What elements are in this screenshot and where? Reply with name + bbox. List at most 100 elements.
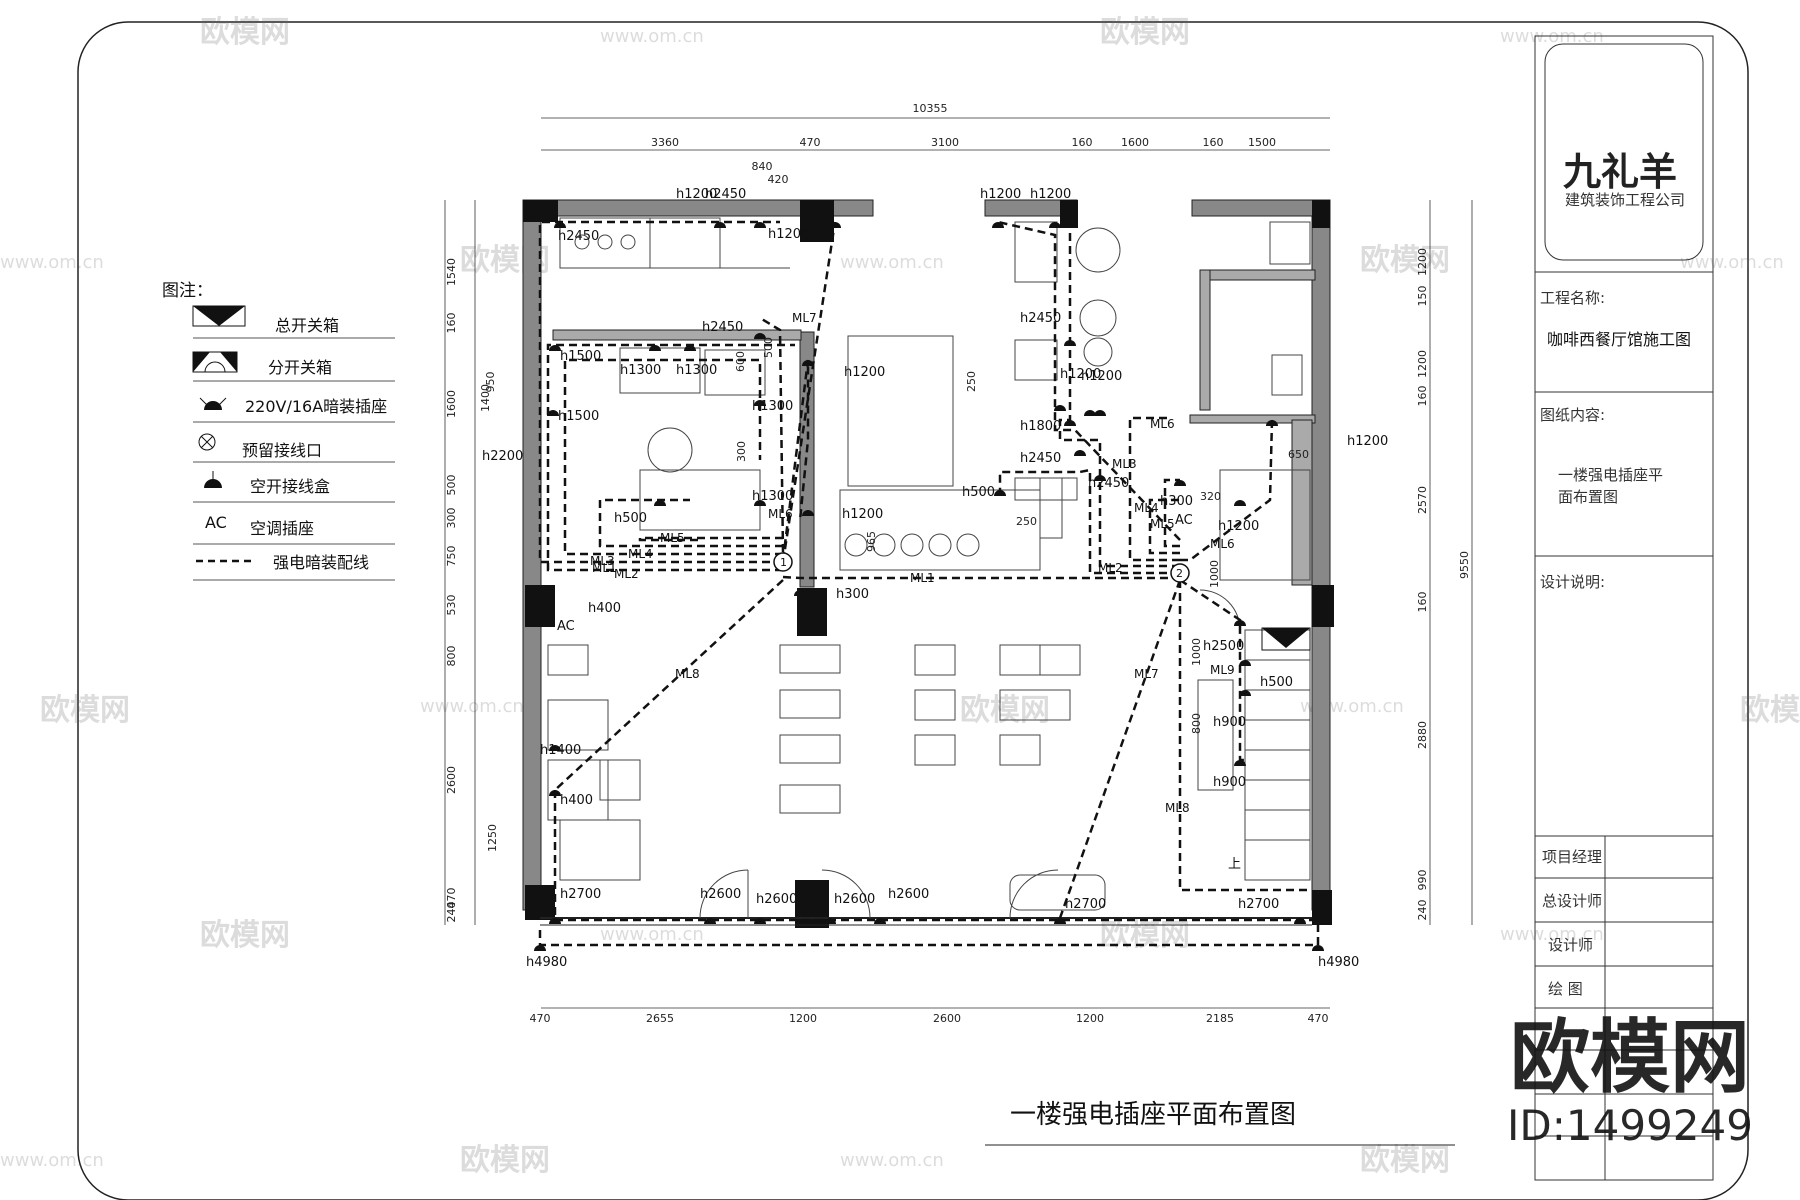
- dimension-value: 840: [752, 160, 773, 173]
- circuit-label: ML1: [592, 561, 617, 575]
- height-label: h2200: [482, 449, 523, 464]
- height-label: h500: [962, 485, 995, 500]
- dimension-value: 2655: [646, 1012, 674, 1025]
- height-label: h2700: [560, 887, 601, 902]
- socket-icon: [1294, 918, 1306, 924]
- dimension-value: 300: [445, 508, 458, 529]
- height-label: h900: [1213, 715, 1246, 730]
- height-label: h2600: [888, 887, 929, 902]
- legend-label-ac: 空调插座: [250, 519, 314, 538]
- socket-icon: [1174, 480, 1186, 486]
- watermark-text: 欧模网: [200, 15, 290, 50]
- height-label: h1200: [1060, 367, 1101, 382]
- socket-icon: [704, 918, 716, 924]
- company-name: 九礼羊: [1563, 150, 1677, 194]
- height-label: h1400: [540, 743, 581, 758]
- watermark-url: www.om.cn: [0, 1150, 104, 1171]
- small-dimension: 1000: [1190, 638, 1203, 666]
- content-value-1: 一楼强电插座平: [1558, 466, 1663, 484]
- dimension-value: 470: [530, 1012, 551, 1025]
- height-label: h2450: [702, 320, 743, 335]
- dimension-value: 3360: [651, 136, 679, 149]
- height-label: h1300: [752, 399, 793, 414]
- dimension-value: 1500: [1248, 136, 1276, 149]
- socket-icon: [754, 222, 766, 228]
- socket-icon: [994, 490, 1006, 496]
- circuit-label: ML2: [614, 567, 639, 581]
- dimension-value: 500: [445, 475, 458, 496]
- watermark-text: 欧模网: [1740, 693, 1800, 728]
- socket-icon: [649, 345, 661, 351]
- dimension-value: 470: [1308, 1012, 1329, 1025]
- dimension-value: 1200: [789, 1012, 817, 1025]
- socket-icon: [754, 918, 766, 924]
- legend-ac-icon: AC: [205, 513, 227, 532]
- socket-icon: [554, 222, 566, 228]
- dimension-value: 160: [1416, 592, 1429, 613]
- notes-label: 设计说明:: [1540, 573, 1605, 591]
- watermark-url: www.om.cn: [600, 26, 704, 47]
- dimension-value: 160: [1416, 386, 1429, 407]
- small-dimension: 250: [965, 371, 978, 392]
- main-switch-box: [1261, 627, 1311, 651]
- height-label: 上: [1228, 857, 1241, 872]
- watermark-text: 欧模网: [40, 693, 130, 728]
- socket-icon: [549, 745, 561, 751]
- legend-label-main-box: 总开关箱: [275, 316, 339, 335]
- watermark-layer: 欧模网欧模网欧模网欧模网欧模网欧模网欧模网欧模网欧模网欧模网欧模网www.om.…: [0, 15, 1800, 1178]
- socket-icon: [1266, 420, 1278, 426]
- height-label: h1200: [980, 187, 1021, 202]
- sub-box-2: 2: [1170, 563, 1190, 583]
- circuit-label: ML5: [660, 531, 685, 545]
- watermark-url: www.om.cn: [1680, 252, 1784, 273]
- dimension-value: 9550: [1458, 551, 1471, 579]
- socket-markers: [534, 222, 1324, 951]
- height-label: h2700: [1065, 897, 1106, 912]
- height-label: h500: [614, 511, 647, 526]
- circuit-label: ML7: [792, 311, 817, 325]
- dimension-value: 160: [1203, 136, 1224, 149]
- socket-icon: [1239, 660, 1251, 666]
- sub-box-1-number: 1: [780, 556, 787, 569]
- height-label: h1300: [676, 363, 717, 378]
- dimension-value: 420: [768, 173, 789, 186]
- legend-label-socket: 220V/16A暗装插座: [245, 397, 387, 416]
- dimension-value: 2185: [1206, 1012, 1234, 1025]
- circuit-label: ML9: [1210, 663, 1235, 677]
- circuit-label: ML3: [590, 554, 615, 568]
- height-label: h900: [1213, 775, 1246, 790]
- socket-icon: [1084, 410, 1096, 416]
- dimension-value: 2600: [445, 766, 458, 794]
- socket-icon: [754, 400, 766, 406]
- dimension-value: 1400: [479, 384, 492, 412]
- dimension-value: 160: [1072, 136, 1093, 149]
- watermark-text: 欧模网: [960, 693, 1050, 728]
- socket-icon: [534, 945, 546, 951]
- small-dimension: 965: [865, 531, 878, 552]
- watermark-url: www.om.cn: [1500, 924, 1604, 945]
- socket-icon: [802, 360, 814, 366]
- dimension-value: 160: [445, 313, 458, 334]
- socket-icon: [1234, 620, 1246, 626]
- height-label: h4980: [526, 955, 567, 970]
- height-label: h1200: [768, 227, 809, 242]
- legend-reserved-port-icon: [198, 433, 216, 451]
- circuit-label: ML8: [1165, 801, 1190, 815]
- socket-icon: [1234, 760, 1246, 766]
- legend-heading: 图注：: [162, 281, 213, 301]
- watermark-text: 欧模网: [460, 1143, 550, 1178]
- dimension-value: 1600: [445, 390, 458, 418]
- small-dimension: 500: [762, 337, 775, 358]
- drawing-title: 一楼强电插座平面布置图: [1010, 1100, 1296, 1130]
- circuit-label: ML2: [1098, 561, 1123, 575]
- height-label: h2450: [1088, 476, 1129, 491]
- dimension-value: 750: [445, 546, 458, 567]
- socket-icon: [1074, 450, 1086, 456]
- height-label: h2600: [834, 892, 875, 907]
- legend-label-reserved: 预留接线口: [242, 441, 322, 460]
- wiring-layer: [538, 220, 1320, 947]
- height-label: h1200: [842, 507, 883, 522]
- dimension-value: 240: [1416, 900, 1429, 921]
- height-label: h2600: [700, 887, 741, 902]
